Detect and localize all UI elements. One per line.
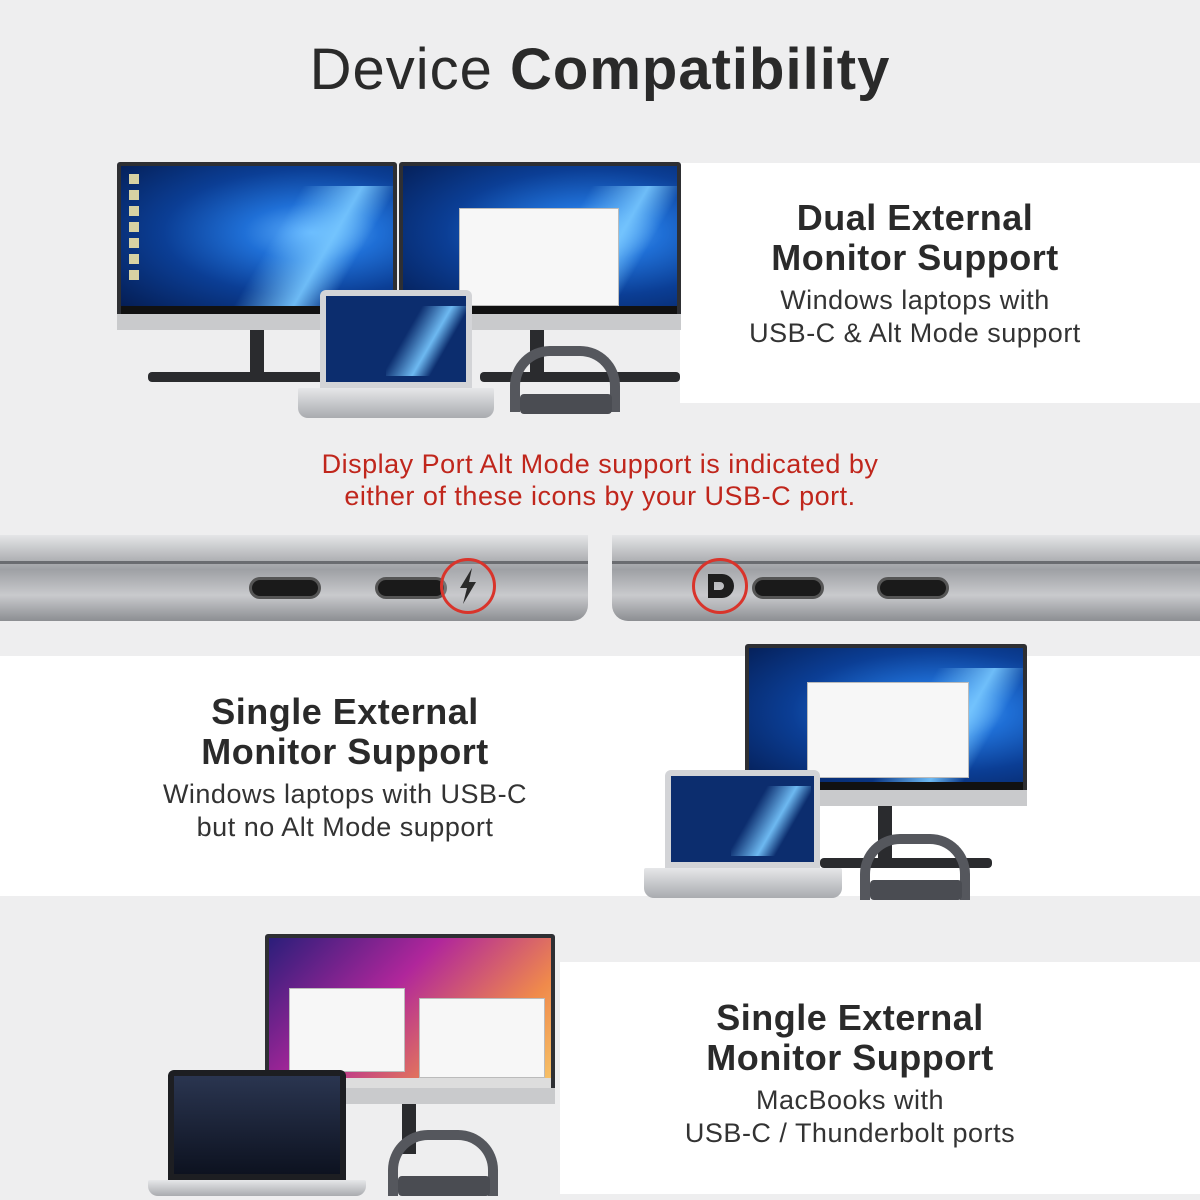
dock-hub [398,1176,490,1196]
single-windows-text: Single External Monitor Support Windows … [120,692,570,844]
usb-c-port [752,577,824,599]
note-line-1: Display Port Alt Mode support is indicat… [321,449,879,479]
dock-hub [520,394,612,414]
alt-mode-note: Display Port Alt Mode support is indicat… [0,448,1200,512]
single-windows-heading-1: Single External [211,691,479,732]
laptop-lid [665,770,820,868]
desktop-icons [123,168,145,286]
usb-c-port [249,577,321,599]
explorer-window [807,682,969,778]
explorer-window [459,208,619,306]
thunderbolt-icon-ring [440,558,496,614]
dock-stand [388,1130,498,1196]
left-monitor [117,162,397,330]
finder-window [289,988,405,1072]
dual-heading-2: Monitor Support [771,237,1059,278]
usb-c-port [877,577,949,599]
single-mac-sub-2: USB-C / Thunderbolt ports [684,1118,1016,1148]
macbook-lid [168,1070,346,1180]
single-mac-text: Single External Monitor Support MacBooks… [635,998,1065,1150]
dock-stand [860,834,970,900]
dock-hub [870,880,962,900]
dual-text: Dual External Monitor Support Windows la… [700,198,1130,350]
dual-sub-2: USB-C & Alt Mode support [749,318,1081,348]
single-windows-sub-1: Windows laptops with USB-C [162,779,528,809]
single-windows-heading-2: Monitor Support [201,731,489,772]
title-bold: Compatibility [510,37,891,102]
mail-window [419,998,545,1078]
macbook-base [148,1180,366,1196]
single-mac-heading-2: Monitor Support [706,1037,994,1078]
single-mac-band [560,962,1200,1194]
displayport-icon [708,574,734,598]
dual-heading-1: Dual External [796,197,1034,238]
title-light: Device [309,37,493,102]
right-monitor [399,162,681,330]
laptop-base [298,388,494,418]
single-mac-sub-1: MacBooks with [755,1085,945,1115]
displayport-icon-ring [692,558,748,614]
single-windows-sub-2: but no Alt Mode support [196,812,494,842]
page-title: Device Compatibility [0,36,1200,103]
dock-stand [510,346,620,412]
laptop-base [644,868,842,898]
note-line-2: either of these icons by your USB-C port… [344,481,856,511]
dual-band [680,163,1200,403]
usb-c-port [375,577,447,599]
laptop-lid [320,290,472,388]
single-mac-heading-1: Single External [716,997,984,1038]
thunderbolt-icon [460,568,476,604]
dual-sub-1: Windows laptops with [780,285,1050,315]
